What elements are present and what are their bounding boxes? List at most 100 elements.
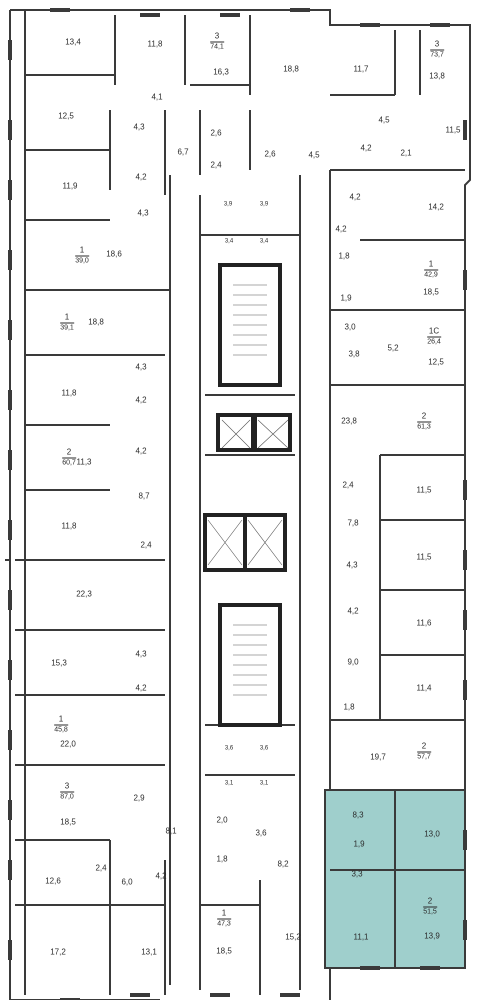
stairwell-bottom [218,603,282,727]
room-area: 4,2 [135,395,147,405]
room-area: 3,0 [344,322,356,332]
room-area: 2,4 [95,863,107,873]
room-area: 18,5 [60,817,76,827]
room-area: 3,9 [223,201,233,208]
room-area: 17,2 [50,947,66,957]
room-area: 18,5 [423,287,439,297]
room-area: 11,8 [147,39,163,49]
room-area: 19,7 [370,752,386,762]
room-area: 11,5 [445,125,461,135]
room-area: 5,2 [387,343,399,353]
room-area: 2,1 [400,148,412,158]
room-area: 15,3 [51,658,67,668]
room-area: 13,0 [424,829,440,839]
room-area: 6,0 [121,877,133,887]
room-area: 11,5 [416,485,432,495]
elevator-2 [253,413,292,452]
room-area: 3,4 [224,238,234,245]
room-area: 3,6 [259,745,269,752]
room-area: 14,2 [428,202,444,212]
room-area: 11,4 [416,683,432,693]
room-area: 16,3 [213,67,229,77]
room-area: 4,3 [137,208,149,218]
elevator-1 [216,413,255,452]
room-area: 11,9 [62,181,78,191]
room-area: 3,9 [259,201,269,208]
room-area: 3,1 [259,780,269,787]
room-area: 18,8 [88,317,104,327]
room-area: 15,2 [285,932,301,942]
room-area: 4,3 [135,649,147,659]
room-area: 11,8 [61,388,77,398]
room-area: 8,7 [138,491,150,501]
room-area: 2,4 [140,540,152,550]
room-area: 11,3 [76,457,92,467]
room-area: 6,7 [177,147,189,157]
room-area: 4,2 [349,192,361,202]
room-area: 11,8 [61,521,77,531]
room-area: 12,5 [58,111,74,121]
room-area: 18,6 [106,249,122,259]
room-area: 11,1 [353,932,369,942]
room-area: 13,8 [429,71,445,81]
room-area: 18,5 [216,946,232,956]
room-area: 13,1 [141,947,157,957]
room-area: 22,3 [76,589,92,599]
room-area: 13,4 [65,37,81,47]
room-area: 1,8 [216,854,228,864]
room-area: 3,6 [255,828,267,838]
room-area: 3,1 [224,780,234,787]
room-area: 2,0 [216,815,228,825]
room-area: 11,6 [416,618,432,628]
room-area: 11,5 [416,552,432,562]
room-area: 8,1 [165,826,177,836]
room-area: 1,9 [353,839,365,849]
room-area: 3,8 [348,349,360,359]
room-area: 13,9 [424,931,440,941]
room-area: 3,4 [259,238,269,245]
room-area: 3,6 [224,745,234,752]
room-area: 4,5 [308,150,320,160]
room-area: 4,2 [135,446,147,456]
room-area: 2,9 [133,793,145,803]
room-area: 7,8 [347,518,359,528]
room-area: 4,1 [151,92,163,102]
room-area: 4,3 [346,560,358,570]
room-area: 1,9 [340,293,352,303]
room-area: 4,2 [135,172,147,182]
room-area: 22,0 [60,739,76,749]
room-area: 4,2 [360,143,372,153]
room-area: 2,6 [264,149,276,159]
room-area: 11,7 [353,64,369,74]
room-area: 1,8 [338,251,350,261]
room-area: 2,4 [210,160,222,170]
room-area: 2,6 [210,128,222,138]
room-area: 4,2 [135,683,147,693]
room-area: 4,5 [378,115,390,125]
room-area: 9,0 [347,657,359,667]
room-area: 18,8 [283,64,299,74]
room-area: 23,8 [341,416,357,426]
room-area: 8,2 [277,859,289,869]
room-area: 4,3 [135,362,147,372]
stairwell-top [218,263,282,387]
room-area: 4,2 [347,606,359,616]
room-area: 8,3 [352,810,364,820]
room-area: 4,2 [155,871,167,881]
room-area: 3,3 [351,869,363,879]
room-area: 1,8 [343,702,355,712]
room-area: 4,3 [133,122,145,132]
elevator-4 [243,513,287,572]
